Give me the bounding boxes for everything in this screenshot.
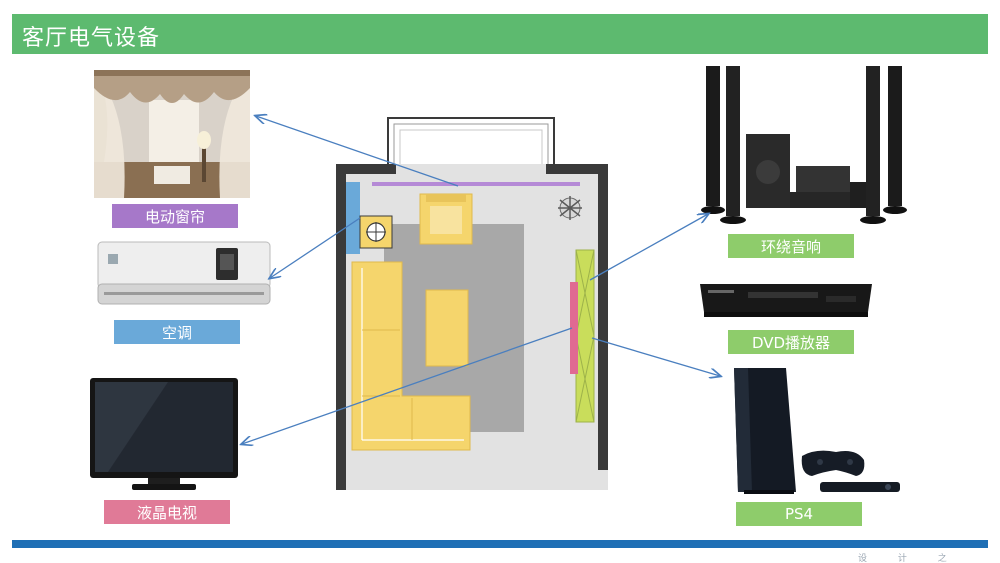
footer-text: 设 计 之 [858,554,961,563]
lcd-tv-image [88,376,240,494]
surround-label: 环绕音响 [728,234,854,258]
arrow-to-surround [589,214,708,281]
dvd-label-text: DVD播放器 [751,333,831,352]
page-title: 客厅电气设备 [22,26,161,51]
tv-cabinet-cross [575,249,595,423]
tv-screen-strip [570,282,578,374]
tv-label-text: 液晶电视 [136,503,197,522]
ac-unit-strip [346,182,360,254]
footer-bar [12,540,988,548]
sofa [351,261,471,451]
curtain-label-text: 电动窗帘 [144,207,205,226]
balcony-outline [387,117,555,167]
side-table-lamp [359,215,393,249]
ps4-label: PS4 [736,502,862,526]
arrow-to-tv [242,327,573,444]
header-bar: 客厅电气设备 [12,14,988,54]
ps4-image [724,362,910,498]
ps4-label-text: PS4 [784,505,814,523]
curtain-label: 电动窗帘 [112,204,238,228]
coffee-table [425,289,469,367]
armchair [419,193,473,245]
dvd-player-image [696,276,876,322]
tv-cabinet [575,249,595,423]
surround-label-text: 环绕音响 [760,237,821,256]
arrow-to-ac [270,217,361,278]
arrow-to-curtain [256,116,459,187]
air-conditioner-image [96,240,272,308]
ac-label-text: 空调 [161,323,192,342]
tv-label: 液晶电视 [104,500,230,524]
surround-speakers-image [700,62,910,228]
arrow-to-ps4 [591,337,720,376]
ac-label: 空调 [114,320,240,344]
potted-plant [558,196,582,220]
dvd-label: DVD播放器 [728,330,854,354]
curtain-image [94,70,250,198]
curtain-track [372,182,580,186]
